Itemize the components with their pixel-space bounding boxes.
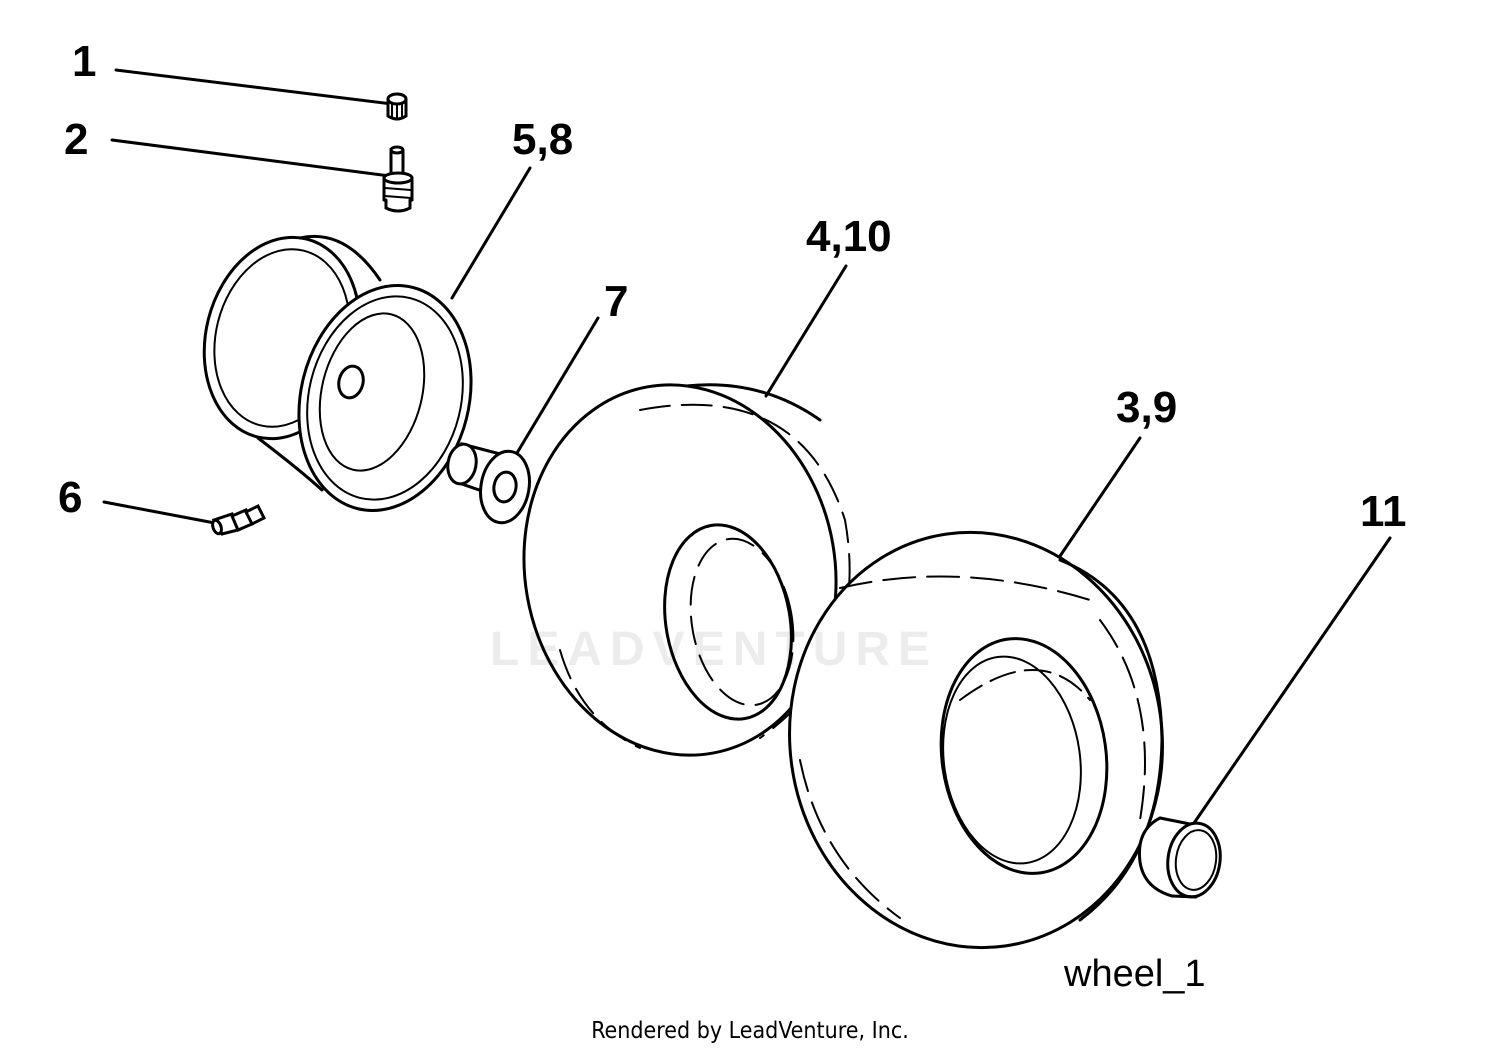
leader-line-410 <box>764 264 848 398</box>
leader-line-6 <box>102 500 222 526</box>
valve-cap-part <box>386 92 408 121</box>
leader-line-1 <box>114 68 394 106</box>
rear-tire-part <box>788 530 1164 950</box>
callout-11: 11 <box>1360 487 1407 536</box>
hub-cap-part <box>1137 816 1222 899</box>
leader-line-2 <box>110 138 392 178</box>
leader-line-39 <box>1054 436 1142 564</box>
bushing-part <box>446 442 531 525</box>
leader-line-11 <box>1190 536 1392 828</box>
callout-3-9: 3,9 <box>1116 383 1178 432</box>
footer-credit: Rendered by LeadVenture, Inc. <box>591 1018 909 1044</box>
wheel-rim-part <box>202 234 473 512</box>
callout-1: 1 <box>72 37 97 86</box>
callout-2: 2 <box>64 115 89 164</box>
leader-line-58 <box>450 166 532 300</box>
front-tire-part <box>522 383 851 757</box>
callout-6: 6 <box>58 473 83 522</box>
callout-5-8: 5,8 <box>512 115 574 164</box>
watermark-text: LEADVENTURE <box>490 623 939 676</box>
leader-line-7 <box>512 316 600 460</box>
valve-stem-part <box>382 145 414 213</box>
grease-fitting-part <box>211 503 267 536</box>
drawing-id-label: wheel_1 <box>1064 953 1206 995</box>
callout-4-10: 4,10 <box>806 212 892 261</box>
callout-7: 7 <box>604 277 629 326</box>
